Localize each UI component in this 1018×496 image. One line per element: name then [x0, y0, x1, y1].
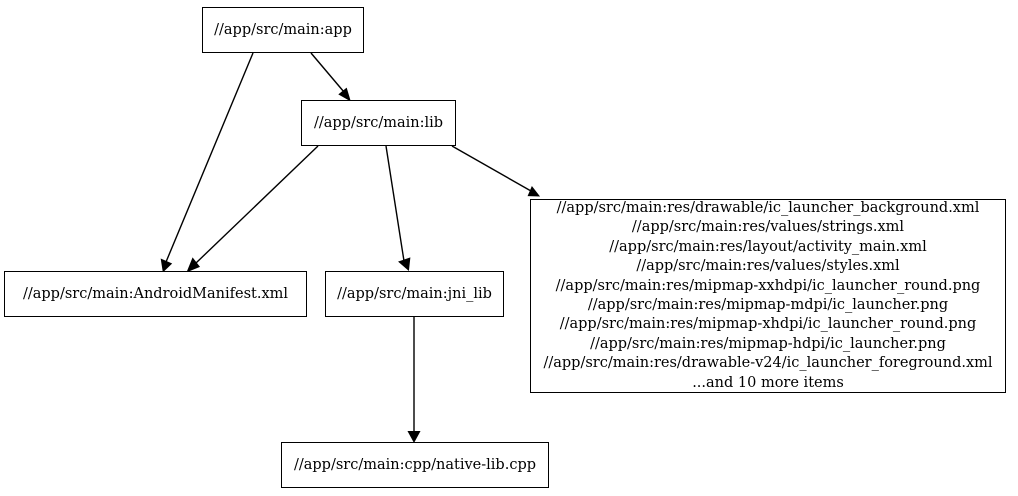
node-lib[interactable]: //app/src/main:lib [301, 100, 456, 146]
node-resources-group[interactable]: //app/src/main:res/drawable/ic_launcher_… [530, 199, 1006, 393]
node-app[interactable]: //app/src/main:app [202, 7, 364, 53]
edge-lib-to-manifest [186, 145, 319, 273]
resource-more-items: ...and 10 more items [692, 374, 844, 391]
node-android-manifest-label: //app/src/main:AndroidManifest.xml [22, 285, 289, 302]
resource-line: //app/src/main:res/drawable-v24/ic_launc… [543, 355, 993, 372]
resource-line: //app/src/main:res/mipmap-xxhdpi/ic_laun… [555, 277, 981, 294]
edge-lib-to-resources [451, 145, 541, 197]
resource-line: //app/src/main:res/values/styles.xml [636, 258, 900, 275]
node-native-lib-cpp[interactable]: //app/src/main:cpp/native-lib.cpp [281, 442, 549, 488]
node-native-lib-cpp-label: //app/src/main:cpp/native-lib.cpp [293, 456, 537, 473]
resource-line: //app/src/main:res/values/strings.xml [631, 219, 905, 236]
node-lib-label: //app/src/main:lib [313, 114, 444, 131]
node-jni-lib-label: //app/src/main:jni_lib [337, 285, 492, 302]
resource-line: //app/src/main:res/mipmap-hdpi/ic_launch… [590, 335, 946, 352]
resource-line: //app/src/main:res/mipmap-mdpi/ic_launch… [587, 297, 949, 313]
node-jni-lib[interactable]: //app/src/main:jni_lib [325, 271, 504, 317]
edge-app-to-lib [310, 52, 351, 102]
resource-line: //app/src/main:res/layout/activity_main.… [609, 238, 927, 255]
edge-jni-lib-to-native-lib [407, 317, 421, 444]
node-android-manifest[interactable]: //app/src/main:AndroidManifest.xml [4, 271, 307, 317]
resource-line: //app/src/main:res/drawable/ic_launcher_… [556, 199, 980, 216]
edge-app-to-manifest [160, 52, 254, 273]
resource-line: //app/src/main:res/mipmap-xhdpi/ic_launc… [559, 316, 977, 333]
node-app-label: //app/src/main:app [214, 21, 352, 38]
edge-lib-to-jni-lib [385, 145, 411, 272]
